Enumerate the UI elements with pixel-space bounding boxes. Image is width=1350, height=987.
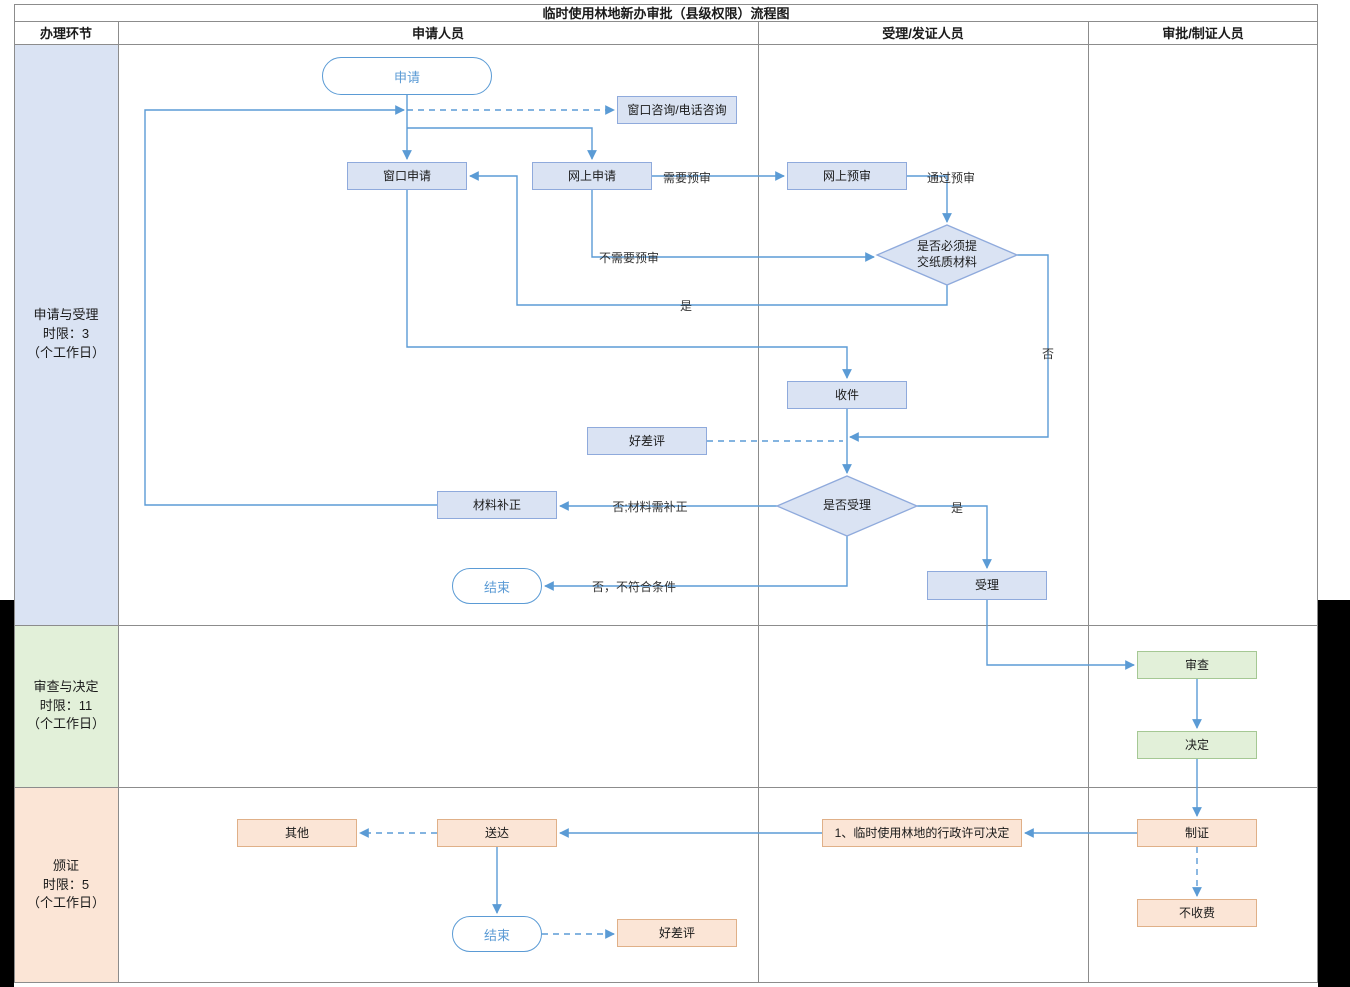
- table-grid: [14, 4, 1318, 983]
- lane-issue-cert: 颁证 时限：5 （个工作日）: [14, 787, 118, 983]
- node-window-consult: 窗口咨询/电话咨询: [617, 96, 737, 124]
- lane-label-line: 申请与受理: [33, 307, 99, 323]
- lane-label-line: （个工作日）: [26, 895, 105, 911]
- edge-label-yes-paper: 是: [679, 299, 692, 313]
- lane-label-line: （个工作日）: [26, 716, 105, 732]
- lane-label-line: （个工作日）: [26, 344, 105, 360]
- node-no-fee: 不收费: [1137, 899, 1257, 927]
- edge-label-no-need-review: 不需要预审: [598, 251, 659, 265]
- lane-label-line: 时限：5: [42, 876, 90, 892]
- screen-edge-left: [0, 600, 14, 987]
- column-header-stage: 办理环节: [39, 26, 92, 41]
- node-receive: 收件: [787, 381, 907, 409]
- edge-label-yes-accept: 是: [950, 501, 963, 515]
- node-end-top: 结束: [452, 568, 542, 604]
- node-material-fix: 材料补正: [437, 491, 557, 519]
- node-online-review: 网上预审: [787, 162, 907, 190]
- lane-label-line: 时限：3: [42, 326, 90, 342]
- node-window-apply: 窗口申请: [347, 162, 467, 190]
- lane-apply-accept: 申请与受理 时限：3 （个工作日）: [14, 44, 118, 625]
- node-other: 其他: [237, 819, 357, 847]
- edge-label-reject: 否，不符合条件: [591, 580, 676, 594]
- node-decide: 决定: [1137, 731, 1257, 759]
- column-header-approver: 审批/制证人员: [1162, 26, 1244, 41]
- edge-label-no-paper: 否: [1041, 347, 1054, 361]
- node-rating-bottom: 好差评: [617, 919, 737, 947]
- column-header-acceptor: 受理/发证人员: [882, 26, 964, 41]
- lane-label-line: 审查与决定: [33, 678, 99, 694]
- node-examine: 审查: [1137, 651, 1257, 679]
- node-make-cert: 制证: [1137, 819, 1257, 847]
- column-header-applicant: 申请人员: [411, 26, 464, 41]
- edge-label-need-material: 否;材料需补正: [612, 500, 688, 514]
- edge-label-need-review: 需要预审: [662, 171, 711, 185]
- decision-accept: 是否受理: [822, 498, 871, 513]
- screen-edge-right: [1318, 600, 1350, 987]
- page-title: 临时使用林地新办审批（县级权限）流程图: [542, 6, 790, 21]
- node-rating-top: 好差评: [587, 427, 707, 455]
- node-deliver: 送达: [437, 819, 557, 847]
- lane-label-line: 颁证: [52, 857, 79, 873]
- node-accept: 受理: [927, 571, 1047, 600]
- flow-lines: [144, 95, 1202, 914]
- edge-label-pass-review: 通过预审: [926, 171, 975, 185]
- lane-examine-decide: 审查与决定 时限：11 （个工作日）: [14, 625, 118, 787]
- decision-need-paper: 是否必须提交纸质材料: [916, 239, 977, 269]
- node-online-apply: 网上申请: [532, 162, 652, 190]
- lane-label-line: 时限：11: [39, 697, 93, 713]
- node-end-bottom: 结束: [452, 916, 542, 952]
- dashed-lines: [359, 105, 1202, 939]
- node-start-apply: 申请: [322, 57, 492, 95]
- node-license-decision: 1、临时使用林地的行政许可决定: [822, 819, 1022, 847]
- decision-diamonds: [775, 224, 1019, 537]
